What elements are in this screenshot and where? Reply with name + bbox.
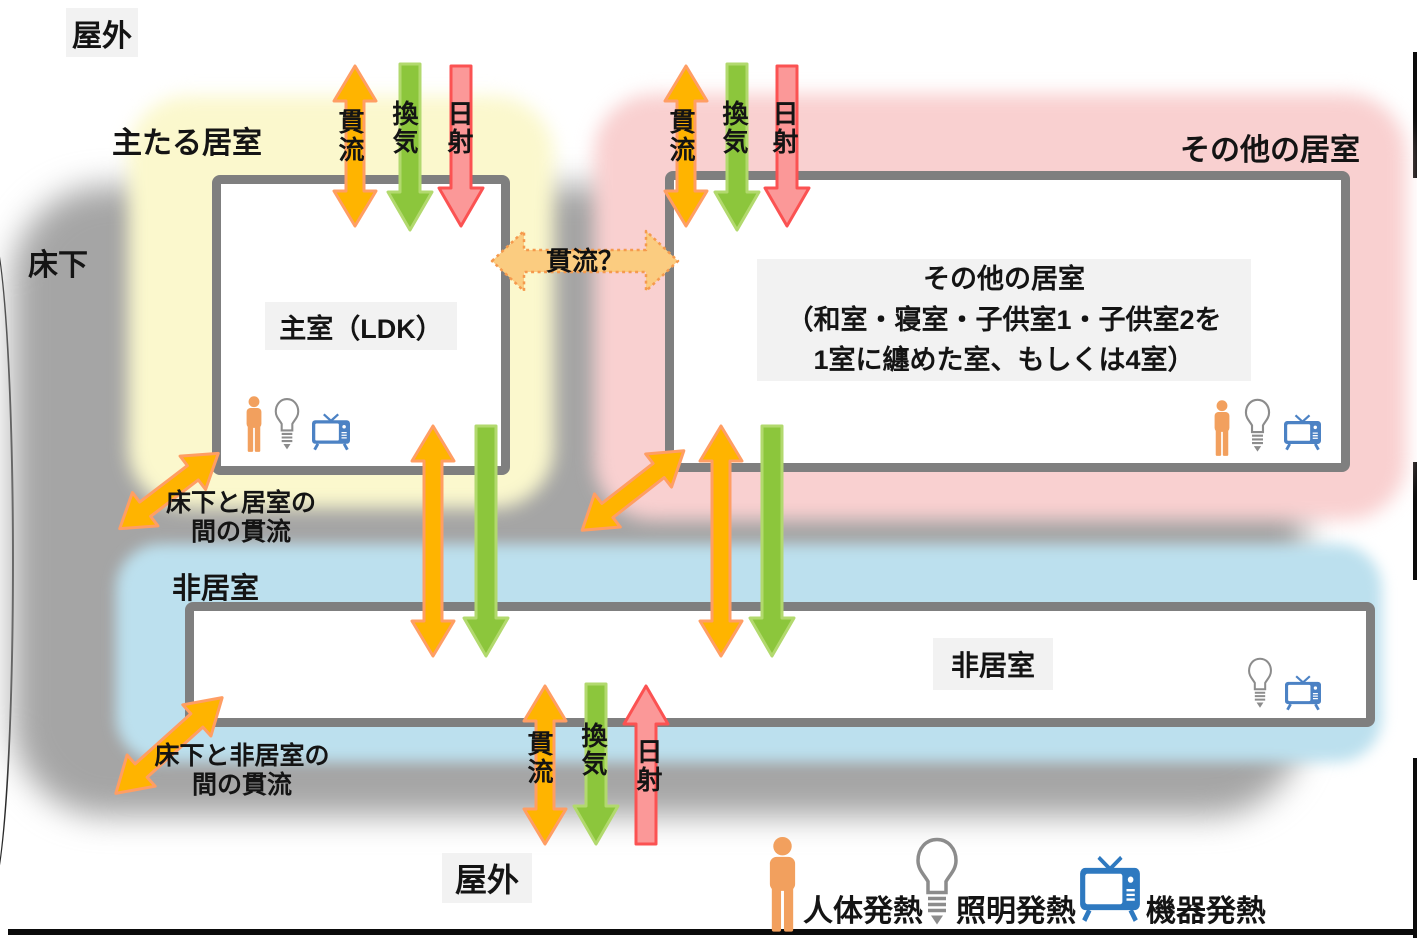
conduction-label-main-top: 貫流	[335, 108, 365, 164]
conduction-arrow-other-outdoor	[663, 64, 709, 228]
conduction-arrow-nonliving-outdoor	[522, 684, 568, 846]
ventilation-label-bottom: 換気	[578, 722, 608, 778]
other-rooms-label-line2: （和室・寝室・子供室1・子供室2を	[786, 304, 1222, 335]
underfloor-living-conduction-caption: 床下と居室の 間の貫流	[165, 489, 316, 546]
main-room-label: 主室（LDK）	[265, 302, 457, 350]
solar-label-main-top: 日射	[444, 100, 474, 156]
bulb-icon	[1244, 398, 1271, 453]
ventilation-label-main-top: 換気	[389, 100, 419, 156]
main-living-area-label: 主たる居室	[112, 127, 262, 160]
solar-arrow-main	[437, 64, 485, 228]
bulb-icon	[274, 398, 300, 451]
underfloor-label: 床下	[28, 249, 88, 282]
ventilation-label-other-top: 換気	[719, 100, 749, 156]
human-heat-label: 人体発熱	[803, 895, 923, 928]
tv-icon	[1282, 414, 1323, 451]
lighting-heat-icon	[916, 837, 958, 927]
ventilation-arrow-other-outdoor	[713, 62, 761, 232]
ventilation-arrow-nonliving-outdoor	[572, 682, 620, 846]
other-rooms-label-line3: 1室に纏めた室、もしくは4室）	[813, 345, 1195, 376]
other-rooms-label-line1: その他の居室	[923, 264, 1085, 295]
ventilation-arrow-other-nonliving	[748, 424, 796, 658]
solar-arrow-other	[763, 64, 811, 228]
human-heat-icon	[769, 836, 796, 932]
conduction-arrow-other-nonliving	[698, 424, 744, 658]
conduction-question-arrow	[490, 229, 680, 293]
conduction-label-other-top: 貫流	[666, 108, 696, 164]
outdoor-bottom-label: 屋外	[442, 853, 532, 903]
ventilation-arrow-main-nonliving	[462, 424, 510, 658]
solar-label-other-top: 日射	[769, 100, 799, 156]
person-icon	[1214, 400, 1230, 456]
conduction-arrow-main-outdoor	[332, 64, 378, 228]
other-rooms-label: その他の居室 （和室・寝室・子供室1・子供室2を 1室に纏めた室、もしくは4室）	[757, 259, 1251, 381]
lighting-heat-label: 照明発熱	[956, 895, 1076, 928]
right-crop-line-bottom	[1413, 758, 1417, 938]
underfloor-nonliving-conduction-caption: 床下と非居室の 間の貫流	[154, 742, 330, 799]
conduction-arrow-underfloor-nonliving	[114, 696, 224, 795]
conduction-question-label: 貫流？	[545, 246, 624, 276]
conduction-arrow-underfloor-main	[118, 451, 220, 531]
non-living-room-label: 非居室	[933, 638, 1053, 690]
equipment-heat-label: 機器発熱	[1146, 895, 1266, 928]
conduction-arrow-main-nonliving	[410, 424, 456, 658]
conduction-label-bottom: 貫流	[524, 730, 554, 786]
equipment-heat-icon	[1077, 855, 1143, 923]
other-living-area-label: その他の居室	[1180, 134, 1360, 167]
right-crop-line-middle	[1413, 462, 1417, 580]
right-crop-line-top	[1413, 52, 1417, 178]
solar-label-bottom: 日射	[633, 738, 663, 794]
bulb-icon	[1248, 657, 1272, 709]
person-icon	[246, 396, 262, 452]
non-living-area-label: 非居室	[172, 573, 260, 605]
tv-icon	[310, 413, 352, 451]
solar-arrow-nonliving	[622, 684, 670, 846]
ventilation-arrow-main-outdoor	[386, 62, 434, 232]
bottom-crop-line	[8, 929, 1417, 935]
outdoor-top-label: 屋外	[66, 8, 138, 57]
tv-icon	[1283, 675, 1323, 711]
conduction-arrow-underfloor-other	[580, 449, 686, 532]
